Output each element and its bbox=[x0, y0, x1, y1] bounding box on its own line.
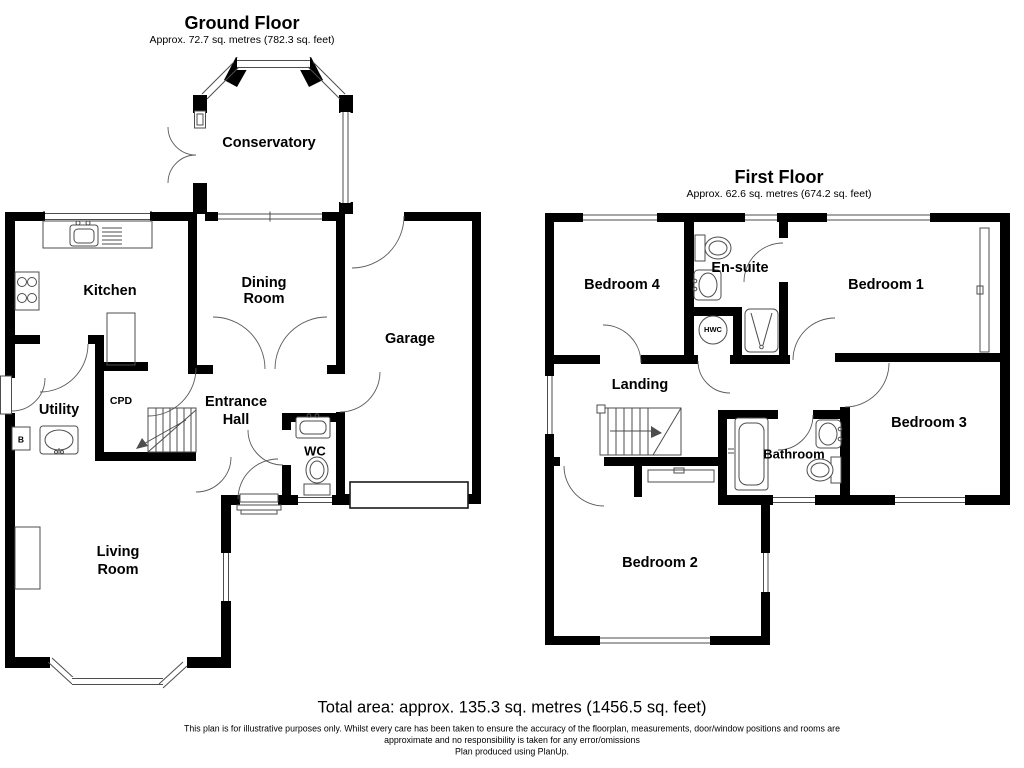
wc-toilet-fixture bbox=[305, 456, 329, 484]
ground-floor-doors bbox=[0, 126, 405, 503]
ensuite-cistern bbox=[694, 234, 706, 262]
conservatory-door-arc-lower bbox=[167, 154, 197, 184]
disclaimer-line1: This plan is for illustrative purposes o… bbox=[184, 723, 840, 733]
kitchen-hob-fixture bbox=[14, 271, 40, 311]
bedroom2-wardrobe bbox=[647, 469, 715, 483]
hot-water-cylinder-fixture bbox=[698, 315, 728, 345]
ground-floor-fixtures bbox=[11, 220, 469, 590]
ground-floor-stairs bbox=[136, 407, 197, 453]
room-label-landing: Landing bbox=[612, 377, 668, 393]
first-floor-title: First Floor bbox=[735, 167, 824, 187]
room-label-entrance-line2: Hall bbox=[223, 412, 250, 428]
bath-fixture bbox=[734, 417, 769, 491]
kitchen-unit bbox=[106, 312, 136, 366]
garage-rear-door-arc bbox=[351, 215, 405, 269]
wc-sink-fixture bbox=[295, 416, 331, 439]
footer: Total area: approx. 135.3 sq. metres (14… bbox=[184, 698, 840, 756]
kitchen-utility-door-arc bbox=[39, 343, 89, 393]
ground-floor-windows bbox=[43, 58, 351, 689]
ground-floor-plan: Ground Floor Approx. 72.7 sq. metres (78… bbox=[0, 13, 481, 689]
disclaimer-line2: approximate and no responsibility is tak… bbox=[384, 735, 640, 745]
front-door-arc bbox=[237, 458, 279, 500]
room-label-bedroom1: Bedroom 1 bbox=[848, 277, 924, 293]
room-label-garage: Garage bbox=[385, 331, 435, 347]
room-label-boiler: B bbox=[18, 434, 24, 444]
bedroom1-wardrobe bbox=[979, 227, 990, 353]
hall-garage-door-arc bbox=[339, 371, 381, 413]
room-label-living-line2: Room bbox=[97, 562, 138, 578]
first-floor-fixtures bbox=[596, 227, 990, 491]
first-floor-walls bbox=[545, 213, 1010, 645]
room-label-hwc: HWC bbox=[704, 325, 722, 334]
living-room-door-arc bbox=[195, 456, 232, 493]
room-label-dining-line2: Room bbox=[243, 291, 284, 307]
bedroom1-door-arc bbox=[792, 317, 836, 361]
kitchen-hall-door-arc bbox=[147, 367, 197, 417]
bathroom-door-arc bbox=[777, 414, 814, 451]
room-label-bathroom: Bathroom bbox=[763, 446, 824, 461]
first-floor-subtitle: Approx. 62.6 sq. metres (674.2 sq. feet) bbox=[686, 188, 871, 200]
room-label-wc: WC bbox=[304, 443, 326, 458]
boiler-box bbox=[11, 426, 31, 451]
room-label-kitchen: Kitchen bbox=[83, 283, 136, 299]
front-door-leaf bbox=[239, 493, 279, 503]
room-label-living-line1: Living bbox=[97, 544, 140, 560]
room-label-utility: Utility bbox=[39, 402, 79, 418]
room-label-bedroom4: Bedroom 4 bbox=[584, 277, 660, 293]
garage-door-slab bbox=[349, 481, 469, 509]
porch-step bbox=[236, 504, 282, 511]
first-floor-windows bbox=[545, 212, 965, 645]
bedroom3-door-arc bbox=[844, 362, 890, 408]
produced-by-text: Plan produced using PlanUp. bbox=[455, 746, 569, 756]
porch-step bbox=[240, 509, 278, 515]
utility-exterior-door-arc bbox=[11, 377, 46, 412]
first-floor-plan: First Floor Approx. 62.6 sq. metres (674… bbox=[545, 167, 1010, 645]
ground-floor-walls bbox=[5, 57, 481, 668]
dining-double-door-arc-left bbox=[212, 316, 266, 370]
living-room-chimney-breast bbox=[14, 526, 41, 590]
ground-floor-title: Ground Floor bbox=[185, 13, 300, 33]
ensuite-toilet-fixture bbox=[704, 236, 732, 260]
room-label-cpd: CPD bbox=[110, 395, 133, 407]
conservatory-door-arc-upper bbox=[167, 126, 197, 156]
room-label-entrance-line1: Entrance bbox=[205, 394, 267, 410]
first-floor-doors bbox=[563, 242, 890, 507]
room-label-dining-line1: Dining bbox=[241, 275, 286, 291]
room-label-bedroom3: Bedroom 3 bbox=[891, 415, 967, 431]
wc-cistern bbox=[303, 483, 331, 496]
room-label-bedroom2: Bedroom 2 bbox=[622, 555, 698, 571]
hwc-cupboard-door-arc bbox=[697, 360, 731, 394]
kitchen-sink-fixture bbox=[69, 224, 99, 247]
bedroom4-door-arc bbox=[602, 324, 642, 364]
dining-double-door-arc-right bbox=[274, 316, 328, 370]
kitchen-counter bbox=[42, 220, 153, 249]
utility-exterior-door-leaf bbox=[0, 375, 12, 415]
ensuite-door-arc bbox=[743, 242, 784, 283]
room-label-ensuite: En-suite bbox=[711, 260, 768, 276]
wc-door-arc bbox=[247, 429, 284, 466]
total-area-text: Total area: approx. 135.3 sq. metres (14… bbox=[318, 698, 707, 716]
room-label-conservatory: Conservatory bbox=[222, 135, 315, 151]
bedroom2-door-arc bbox=[563, 465, 605, 507]
first-floor-stairs bbox=[596, 404, 682, 456]
bathroom-toilet-fixture bbox=[806, 458, 834, 482]
ground-floor-subtitle: Approx. 72.7 sq. metres (782.3 sq. feet) bbox=[149, 34, 334, 46]
kitchen-drainer bbox=[102, 227, 122, 245]
